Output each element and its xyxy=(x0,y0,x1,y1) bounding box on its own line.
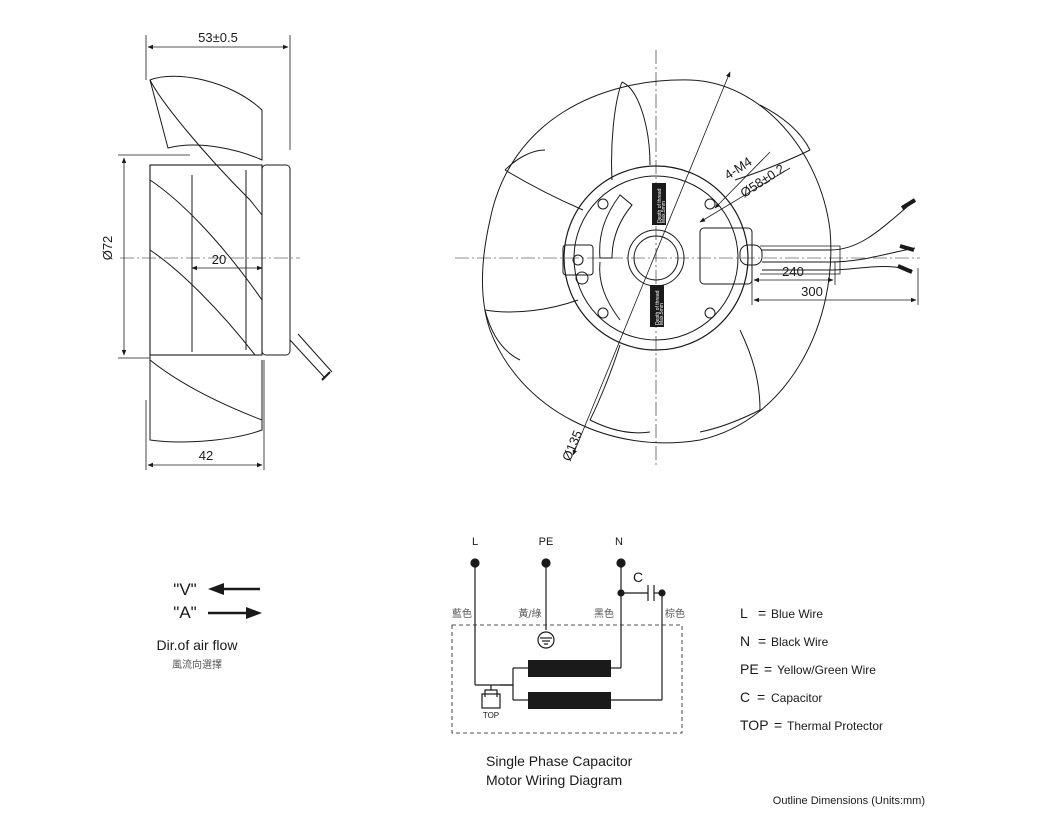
wiring-title-2: Motor Wiring Diagram xyxy=(486,772,622,788)
airflow-a-label: "A" xyxy=(173,603,196,622)
wire-ends xyxy=(897,198,917,274)
wiring-title-1: Single Phase Capacitor xyxy=(486,753,633,769)
legend-key: PE xyxy=(740,661,759,677)
terminal-n: N xyxy=(615,536,623,548)
plate-text-right: Depth of thread xyxy=(655,290,661,325)
label-plates xyxy=(650,183,666,327)
legend-key: L xyxy=(740,605,748,621)
arrow-left-icon xyxy=(208,583,224,595)
legend-sep: = xyxy=(758,605,766,621)
wiring-diagram xyxy=(451,558,683,734)
wire-color-n: 黑色 xyxy=(594,607,614,620)
airflow-arrows xyxy=(208,583,262,619)
dim-bolt: 4-M4 xyxy=(721,154,754,183)
top-label: TOP xyxy=(483,711,499,720)
legend-text: Blue Wire xyxy=(771,607,823,621)
legend-key: N xyxy=(740,633,750,649)
arrow-right-icon xyxy=(246,607,262,619)
capacitor-label: C xyxy=(633,569,643,585)
wire-color-c: 棕色 xyxy=(665,607,685,620)
dim-wire-300: 300 xyxy=(801,284,823,299)
dim-diameter: Ø72 xyxy=(100,236,115,261)
dim-wire-240: 240 xyxy=(782,264,804,279)
winding-aux xyxy=(528,692,611,709)
legend-text: Black Wire xyxy=(771,635,829,649)
dim-inner: 20 xyxy=(212,252,226,267)
legend-sep: = xyxy=(764,661,772,677)
legend-key: TOP xyxy=(740,717,769,733)
legend-sep: = xyxy=(774,717,782,733)
legend-text: Thermal Protector xyxy=(787,719,883,733)
wire-color-l: 藍色 xyxy=(452,607,472,620)
footer-note: Outline Dimensions (Units:mm) xyxy=(773,795,925,807)
legend-sep: = xyxy=(757,689,765,705)
dim-width-total: 53±0.5 xyxy=(198,30,238,45)
plate-text-top-2: Max.5mm xyxy=(661,201,667,223)
dim-outer-diameter: Ø135 xyxy=(559,428,585,463)
airflow-v-label: "V" xyxy=(173,580,196,599)
legend-text: Capacitor xyxy=(771,691,822,705)
legend-key: C xyxy=(740,689,750,705)
plate-text-top: Depth of thread xyxy=(657,188,663,223)
wire-color-pe: 黃/綠 xyxy=(518,607,541,620)
front-view xyxy=(455,50,920,465)
legend-text: Yellow/Green Wire xyxy=(777,663,876,677)
legend-sep: = xyxy=(758,633,766,649)
airflow-caption: Dir.of air flow xyxy=(157,637,239,653)
terminal-pe: PE xyxy=(539,536,554,548)
airflow-caption-cn: 風流向選擇 xyxy=(172,658,222,671)
side-view xyxy=(118,35,333,470)
plate-text-right-2: Max.5mm xyxy=(659,303,665,325)
winding-main xyxy=(528,660,611,677)
terminal-l: L xyxy=(472,536,478,548)
legend: L = Blue Wire N = Black Wire PE = Yellow… xyxy=(740,605,883,733)
dim-width-bottom: 42 xyxy=(199,448,213,463)
